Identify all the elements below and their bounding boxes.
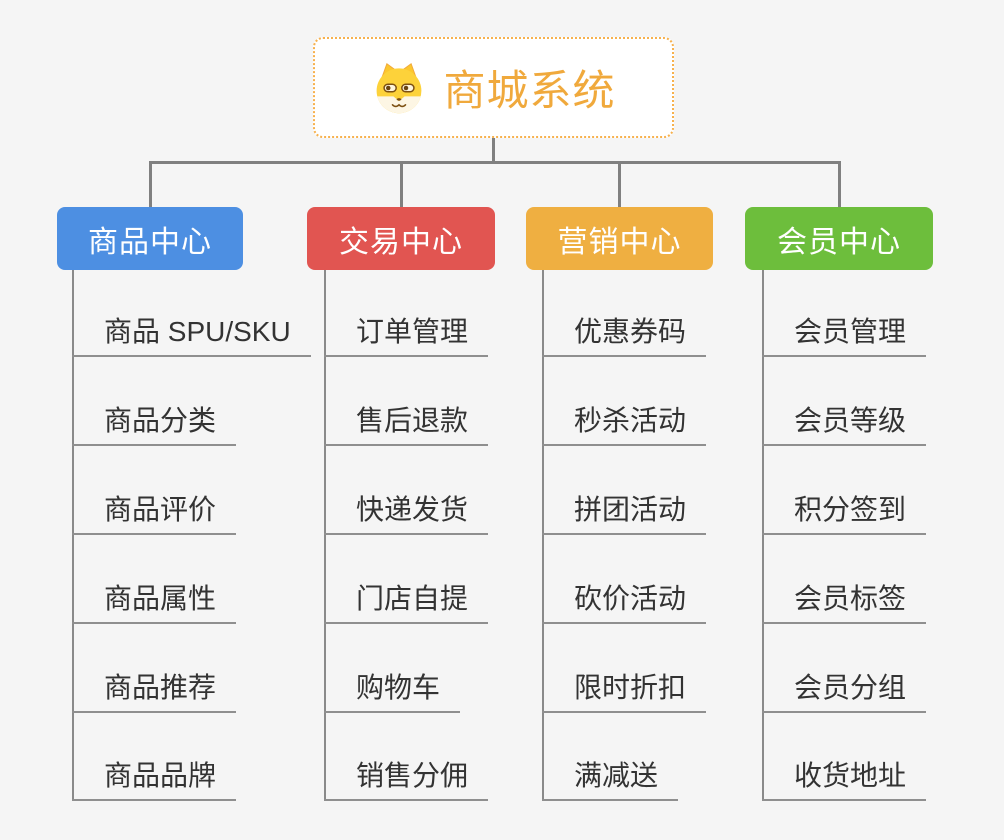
branch-node-marketing[interactable]: 营销中心 <box>526 207 713 270</box>
trunk-line-product <box>72 270 74 801</box>
leaf-node[interactable]: 积分签到 <box>762 493 927 535</box>
branch-node-trade[interactable]: 交易中心 <box>307 207 495 270</box>
leaf-node[interactable]: 快递发货 <box>324 493 489 535</box>
leaf-node[interactable]: 优惠券码 <box>542 315 707 357</box>
root-title: 商城系统 <box>443 67 616 114</box>
leaf-node[interactable]: 商品分类 <box>72 404 237 446</box>
branch-label-product: 商品中心 <box>88 225 212 259</box>
leaf-node[interactable]: 会员等级 <box>762 404 927 446</box>
leaf-node[interactable]: 销售分佣 <box>324 759 489 801</box>
leaf-node[interactable]: 拼团活动 <box>542 493 707 535</box>
leaf-node[interactable]: 商品推荐 <box>72 671 237 713</box>
branch-rail-line <box>149 161 841 164</box>
leaf-node[interactable]: 商品品牌 <box>72 759 237 801</box>
leaf-node[interactable]: 售后退款 <box>324 404 489 446</box>
trunk-line-trade <box>324 270 326 801</box>
leaf-node[interactable]: 收货地址 <box>762 759 927 801</box>
leaf-node[interactable]: 商品评价 <box>72 493 237 535</box>
branch-label-member: 会员中心 <box>777 225 901 259</box>
leaf-node[interactable]: 购物车 <box>324 671 461 713</box>
leaf-node[interactable]: 会员标签 <box>762 582 927 624</box>
branch-label-marketing: 营销中心 <box>557 225 682 259</box>
drop-line-marketing <box>618 161 621 207</box>
leaf-node[interactable]: 订单管理 <box>324 315 489 357</box>
leaf-node[interactable]: 秒杀活动 <box>542 404 707 446</box>
leaf-node[interactable]: 会员管理 <box>762 315 927 357</box>
drop-line-product <box>149 161 152 207</box>
leaf-node[interactable]: 限时折扣 <box>542 671 707 713</box>
branch-label-trade: 交易中心 <box>339 225 463 259</box>
leaf-node[interactable]: 满减送 <box>542 759 679 801</box>
trunk-line-marketing <box>542 270 544 801</box>
leaf-node[interactable]: 砍价活动 <box>542 582 707 624</box>
dog-face-icon <box>377 62 422 113</box>
trunk-line-member <box>762 270 764 801</box>
drop-line-trade <box>400 161 403 207</box>
branch-node-product[interactable]: 商品中心 <box>57 207 243 270</box>
leaf-node[interactable]: 门店自提 <box>324 582 489 624</box>
leaf-node[interactable]: 会员分组 <box>762 671 927 713</box>
leaf-node[interactable]: 商品属性 <box>72 582 237 624</box>
leaf-node[interactable]: 商品 SPU/SKU <box>72 315 311 357</box>
drop-line-member <box>838 161 841 207</box>
branch-node-member[interactable]: 会员中心 <box>745 207 933 270</box>
root-node[interactable]: 商城系统 <box>313 37 674 138</box>
root-connector-line <box>492 138 495 164</box>
